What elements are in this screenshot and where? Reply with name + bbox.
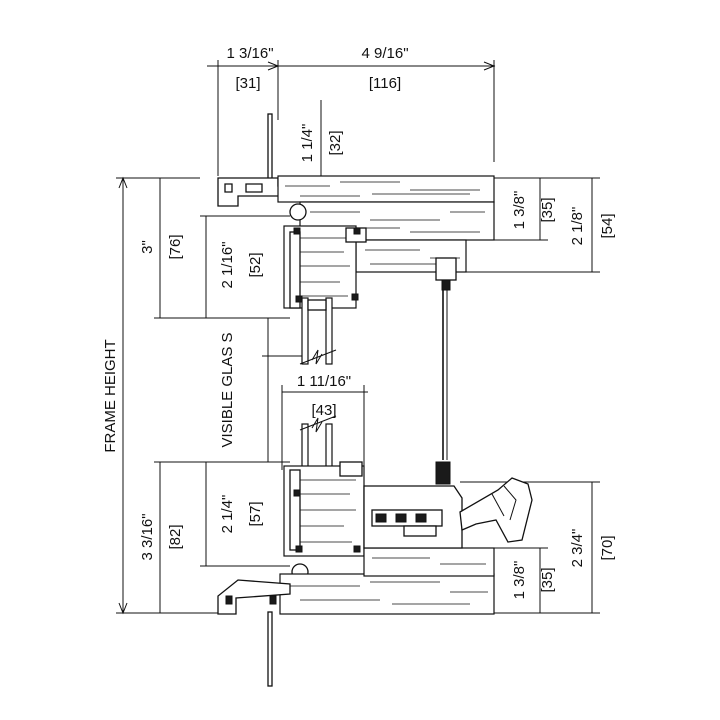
dim-right-inner: 1 3/8" [511,191,528,230]
sill-frame-section [217,461,533,687]
dim-visible-glass: VISIBLE GLAS S [219,332,236,447]
glazing-unit [299,290,448,485]
dim-sill-inner: 1 3/8" [511,561,528,600]
dim-head-sash: 2 1/16" [219,241,236,288]
dim-frame-height: FRAME HEIGHT [102,339,119,452]
dim-head-offset: 1 1/4" [299,124,316,163]
head-frame-section [217,113,495,309]
dim-sill-height-mm: [82] [167,524,184,549]
dimension-labels: 1 3/16" [31] 4 9/16" [116] 1 1/4" [32] 3… [102,45,616,599]
dim-head-sash-mm: [52] [247,252,264,277]
dim-sill-sash: 2 1/4" [219,495,236,534]
dim-glass-width: 1 11/16" [297,373,351,390]
dim-sill-inner-mm: [35] [539,567,556,592]
dim-top-left-mm: [31] [235,75,260,92]
dim-right-outer: 2 1/8" [569,207,586,246]
dim-sill-outer-mm: [70] [599,535,616,560]
dim-top-left: 1 3/16" [226,45,273,62]
dim-head-offset-mm: [32] [327,130,344,155]
dim-top-right-mm: [116] [369,75,401,92]
dim-right-outer-mm: [54] [599,213,616,238]
dim-top-right: 4 9/16" [361,45,408,62]
dim-head-height: 3" [139,240,156,254]
dim-sill-sash-mm: [57] [247,501,264,526]
dimension-lines [116,60,600,615]
dim-sill-height: 3 3/16" [139,513,156,560]
dim-head-height-mm: [76] [167,234,184,259]
dim-glass-width-mm: [43] [311,402,336,419]
dim-right-inner-mm: [35] [539,197,556,222]
dim-sill-outer: 2 3/4" [569,529,586,568]
